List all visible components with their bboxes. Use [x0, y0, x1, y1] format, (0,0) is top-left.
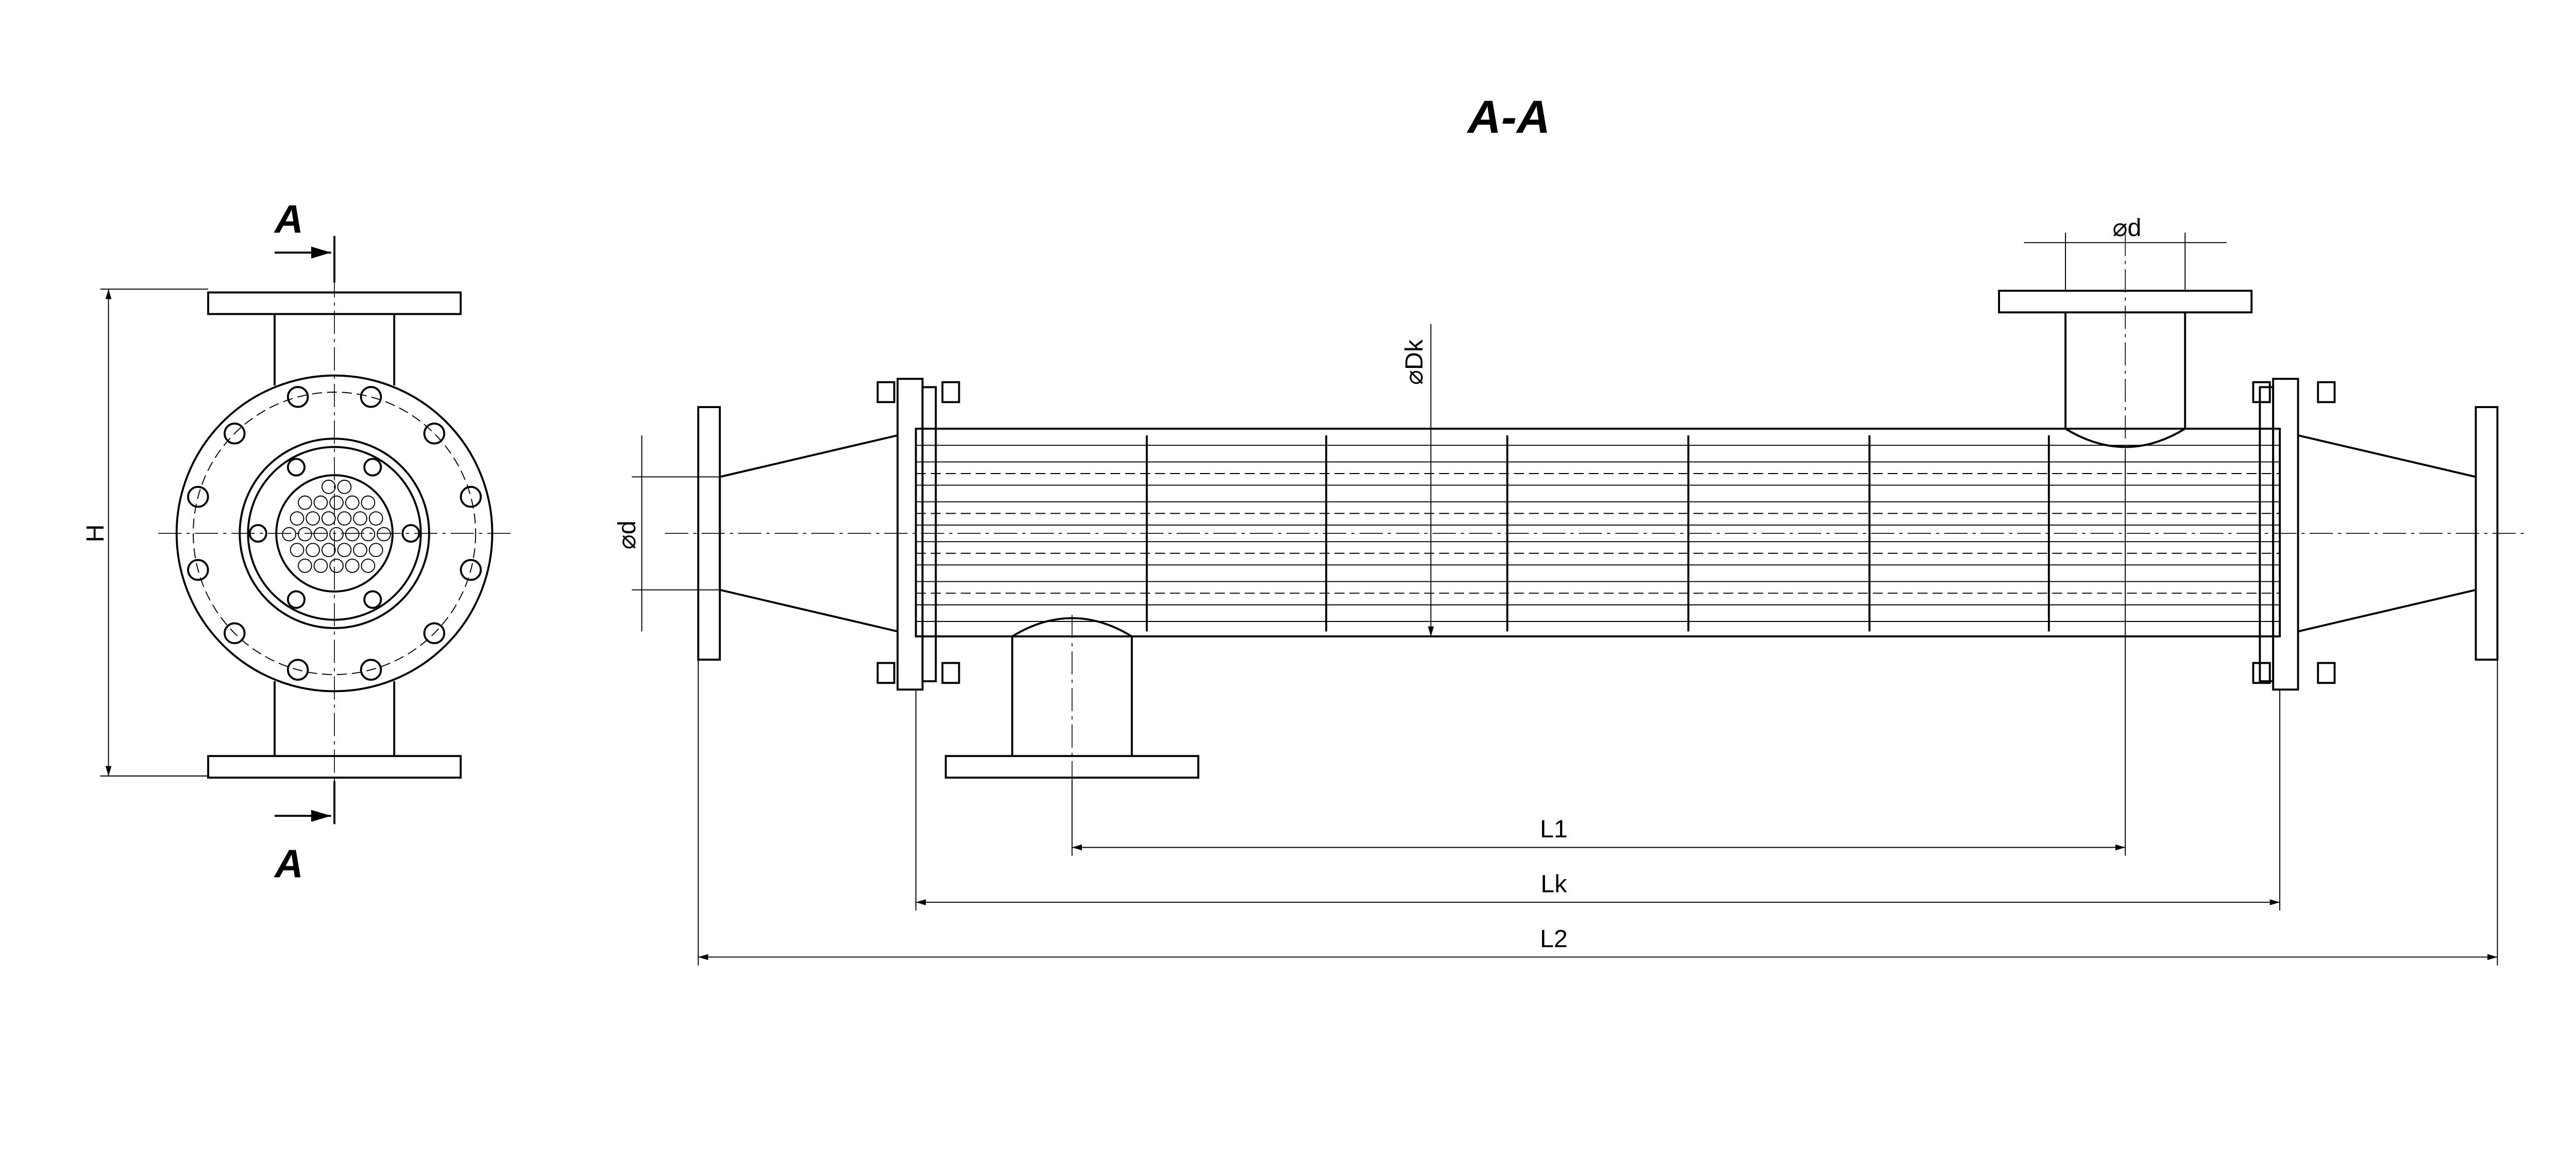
shell-length-label: Lk — [1540, 870, 1567, 898]
section-title: A-A — [1467, 91, 1550, 143]
bolt-icon — [401, 524, 420, 543]
tube-hole — [313, 495, 328, 510]
nut-icon — [2252, 381, 2271, 403]
end-view: H A A — [81, 197, 511, 886]
bolt-icon — [363, 590, 382, 609]
tube-hole — [306, 511, 320, 526]
bolt-icon — [187, 559, 209, 581]
nut-icon — [876, 381, 895, 403]
overall-length-label: L2 — [1540, 925, 1568, 953]
tube-hole — [298, 527, 312, 542]
tube-hole — [353, 511, 367, 526]
bolt-icon — [460, 485, 482, 508]
section-mark-bottom: A — [274, 842, 303, 886]
nut-icon — [876, 662, 895, 684]
nut-icon — [2317, 662, 2336, 684]
nozzle-diameter-label: ⌀d — [2112, 214, 2141, 242]
bolt-icon — [286, 659, 309, 681]
bolt-icon — [248, 524, 267, 543]
tube-hole — [329, 495, 344, 510]
tube-hole — [290, 543, 304, 558]
tube-hole — [337, 543, 352, 558]
tube-hole — [329, 527, 344, 542]
nut-icon — [941, 381, 960, 403]
tube-hole — [329, 559, 344, 573]
bolt-icon — [286, 386, 309, 408]
bolt-icon — [286, 458, 306, 477]
tube-hole — [361, 559, 376, 573]
tube-hole — [313, 527, 328, 542]
tube-hole — [345, 527, 360, 542]
height-label: H — [81, 525, 109, 543]
bolt-icon — [460, 559, 482, 581]
section-mark-top: A — [274, 197, 303, 241]
tube-hole — [290, 511, 304, 526]
tube-hole — [321, 543, 336, 558]
tube-hole — [361, 495, 376, 510]
tube-hole — [282, 527, 297, 542]
tube-hole — [361, 527, 376, 542]
tube-hole — [313, 559, 328, 573]
nut-icon — [941, 662, 960, 684]
bolt-icon — [423, 622, 446, 645]
bolt-icon — [360, 659, 382, 681]
tube-hole — [298, 559, 312, 573]
bolt-icon — [423, 422, 446, 445]
bolt-icon — [224, 622, 246, 645]
section-view — [665, 232, 2526, 789]
tube-hole — [321, 479, 336, 494]
bolt-icon — [363, 458, 382, 477]
tube-hole — [337, 479, 352, 494]
tube-hole — [377, 527, 391, 542]
dimension-lines: L1 Lk L2 ⌀d ⌀Dk ⌀d — [613, 214, 2498, 966]
tube-hole — [368, 543, 383, 558]
nut-icon — [2317, 381, 2336, 403]
bolt-icon — [360, 386, 382, 408]
shell-diameter-label: ⌀Dk — [1400, 339, 1428, 385]
tube-hole — [337, 511, 352, 526]
nut-icon — [2252, 662, 2271, 684]
inlet-diameter-label: ⌀d — [613, 520, 641, 549]
heat-exchanger-drawing: H A A A-A L1 Lk L2 — [81, 91, 2526, 966]
tube-hole — [306, 543, 320, 558]
bolt-icon — [286, 590, 306, 609]
bolt-icon — [224, 422, 246, 445]
nozzle-spacing-label: L1 — [1540, 815, 1568, 843]
bolt-icon — [187, 485, 209, 508]
tube-hole — [345, 559, 360, 573]
tube-hole — [345, 495, 360, 510]
tube-hole — [321, 511, 336, 526]
tube-hole — [353, 543, 367, 558]
tube-hole — [368, 511, 383, 526]
tube-hole — [298, 495, 312, 510]
